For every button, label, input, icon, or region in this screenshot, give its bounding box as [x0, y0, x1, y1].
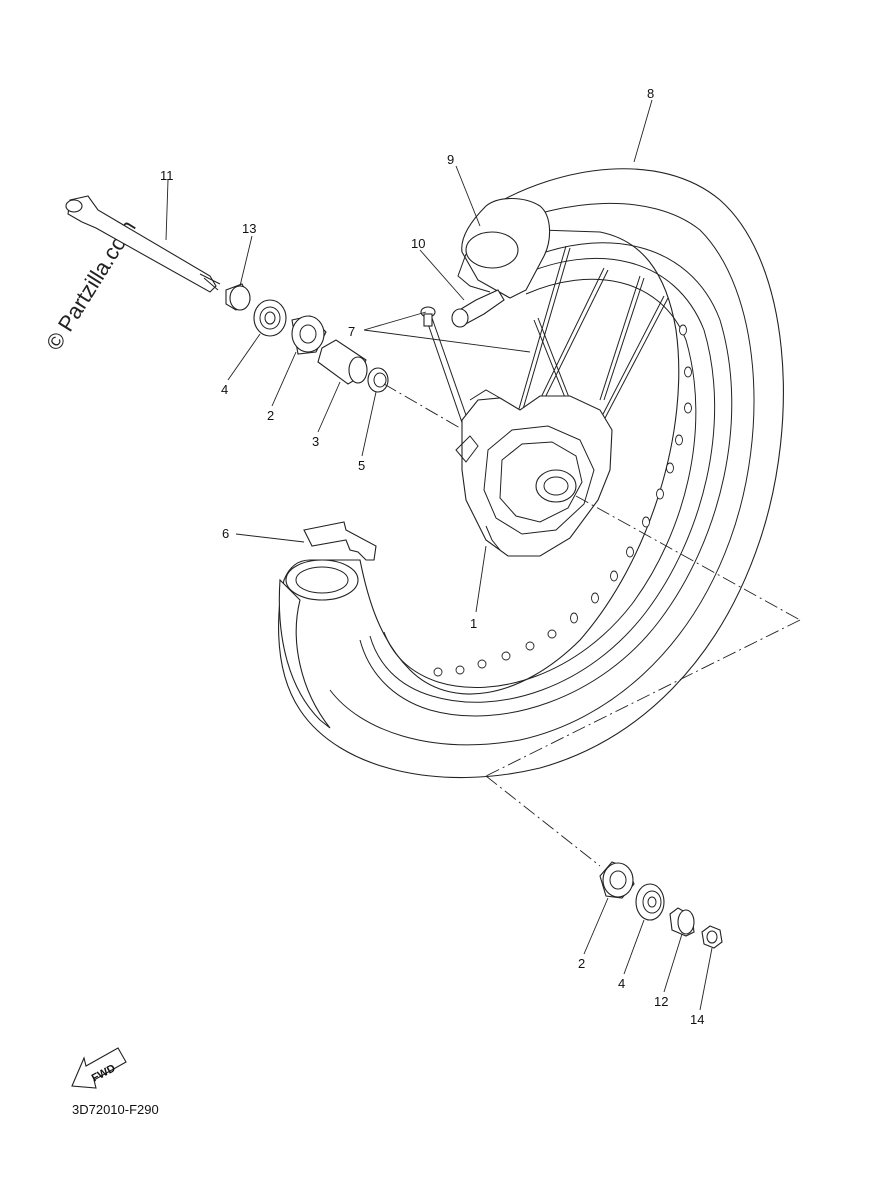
leader-lines	[165, 99, 713, 1011]
callout-6[interactable]: 6	[222, 526, 229, 541]
callout-2-left[interactable]: 2	[267, 408, 274, 423]
diagram-code: 3D72010-F290	[72, 1102, 159, 1117]
callout-8[interactable]: 8	[647, 86, 654, 101]
axle[interactable]	[65, 195, 221, 293]
axle-centerline	[383, 383, 801, 867]
callout-4-left[interactable]: 4	[221, 382, 228, 397]
spokes[interactable]	[420, 245, 669, 441]
spacer[interactable]	[317, 339, 368, 385]
callout-3[interactable]: 3	[312, 434, 319, 449]
bearing-left[interactable]	[291, 315, 327, 355]
callout-1[interactable]: 1	[470, 616, 477, 631]
callout-numbers: 1 2 2 3 4 4 5 6 7 8 9 10 11 12 13 14	[160, 86, 704, 1027]
collar-left[interactable]	[225, 283, 251, 311]
axle-nut[interactable]	[701, 925, 723, 949]
rim-band[interactable]	[278, 521, 377, 729]
callout-14[interactable]: 14	[690, 1012, 704, 1027]
spacer-flange[interactable]	[367, 367, 389, 393]
collar-right[interactable]	[669, 907, 695, 937]
callout-12[interactable]: 12	[654, 994, 668, 1009]
fwd-arrow-icon: FWD	[71, 1047, 127, 1089]
tire[interactable]	[278, 168, 784, 778]
callout-10[interactable]: 10	[411, 236, 425, 251]
oil-seal-right[interactable]	[635, 883, 665, 921]
oil-seal-left[interactable]	[253, 299, 287, 337]
callout-7[interactable]: 7	[348, 324, 355, 339]
callout-13[interactable]: 13	[242, 221, 256, 236]
callout-5[interactable]: 5	[358, 458, 365, 473]
rim[interactable]	[359, 242, 733, 717]
callout-11[interactable]: 11	[160, 168, 174, 183]
callout-9[interactable]: 9	[447, 152, 454, 167]
rim-lock[interactable]	[457, 197, 551, 299]
callout-2-right[interactable]: 2	[578, 956, 585, 971]
valve-stem[interactable]	[451, 289, 505, 328]
wheel-hub[interactable]	[455, 389, 613, 557]
bearing-right[interactable]	[599, 861, 635, 899]
callout-4-right[interactable]: 4	[618, 976, 625, 991]
rim-spoke-holes	[433, 324, 692, 677]
